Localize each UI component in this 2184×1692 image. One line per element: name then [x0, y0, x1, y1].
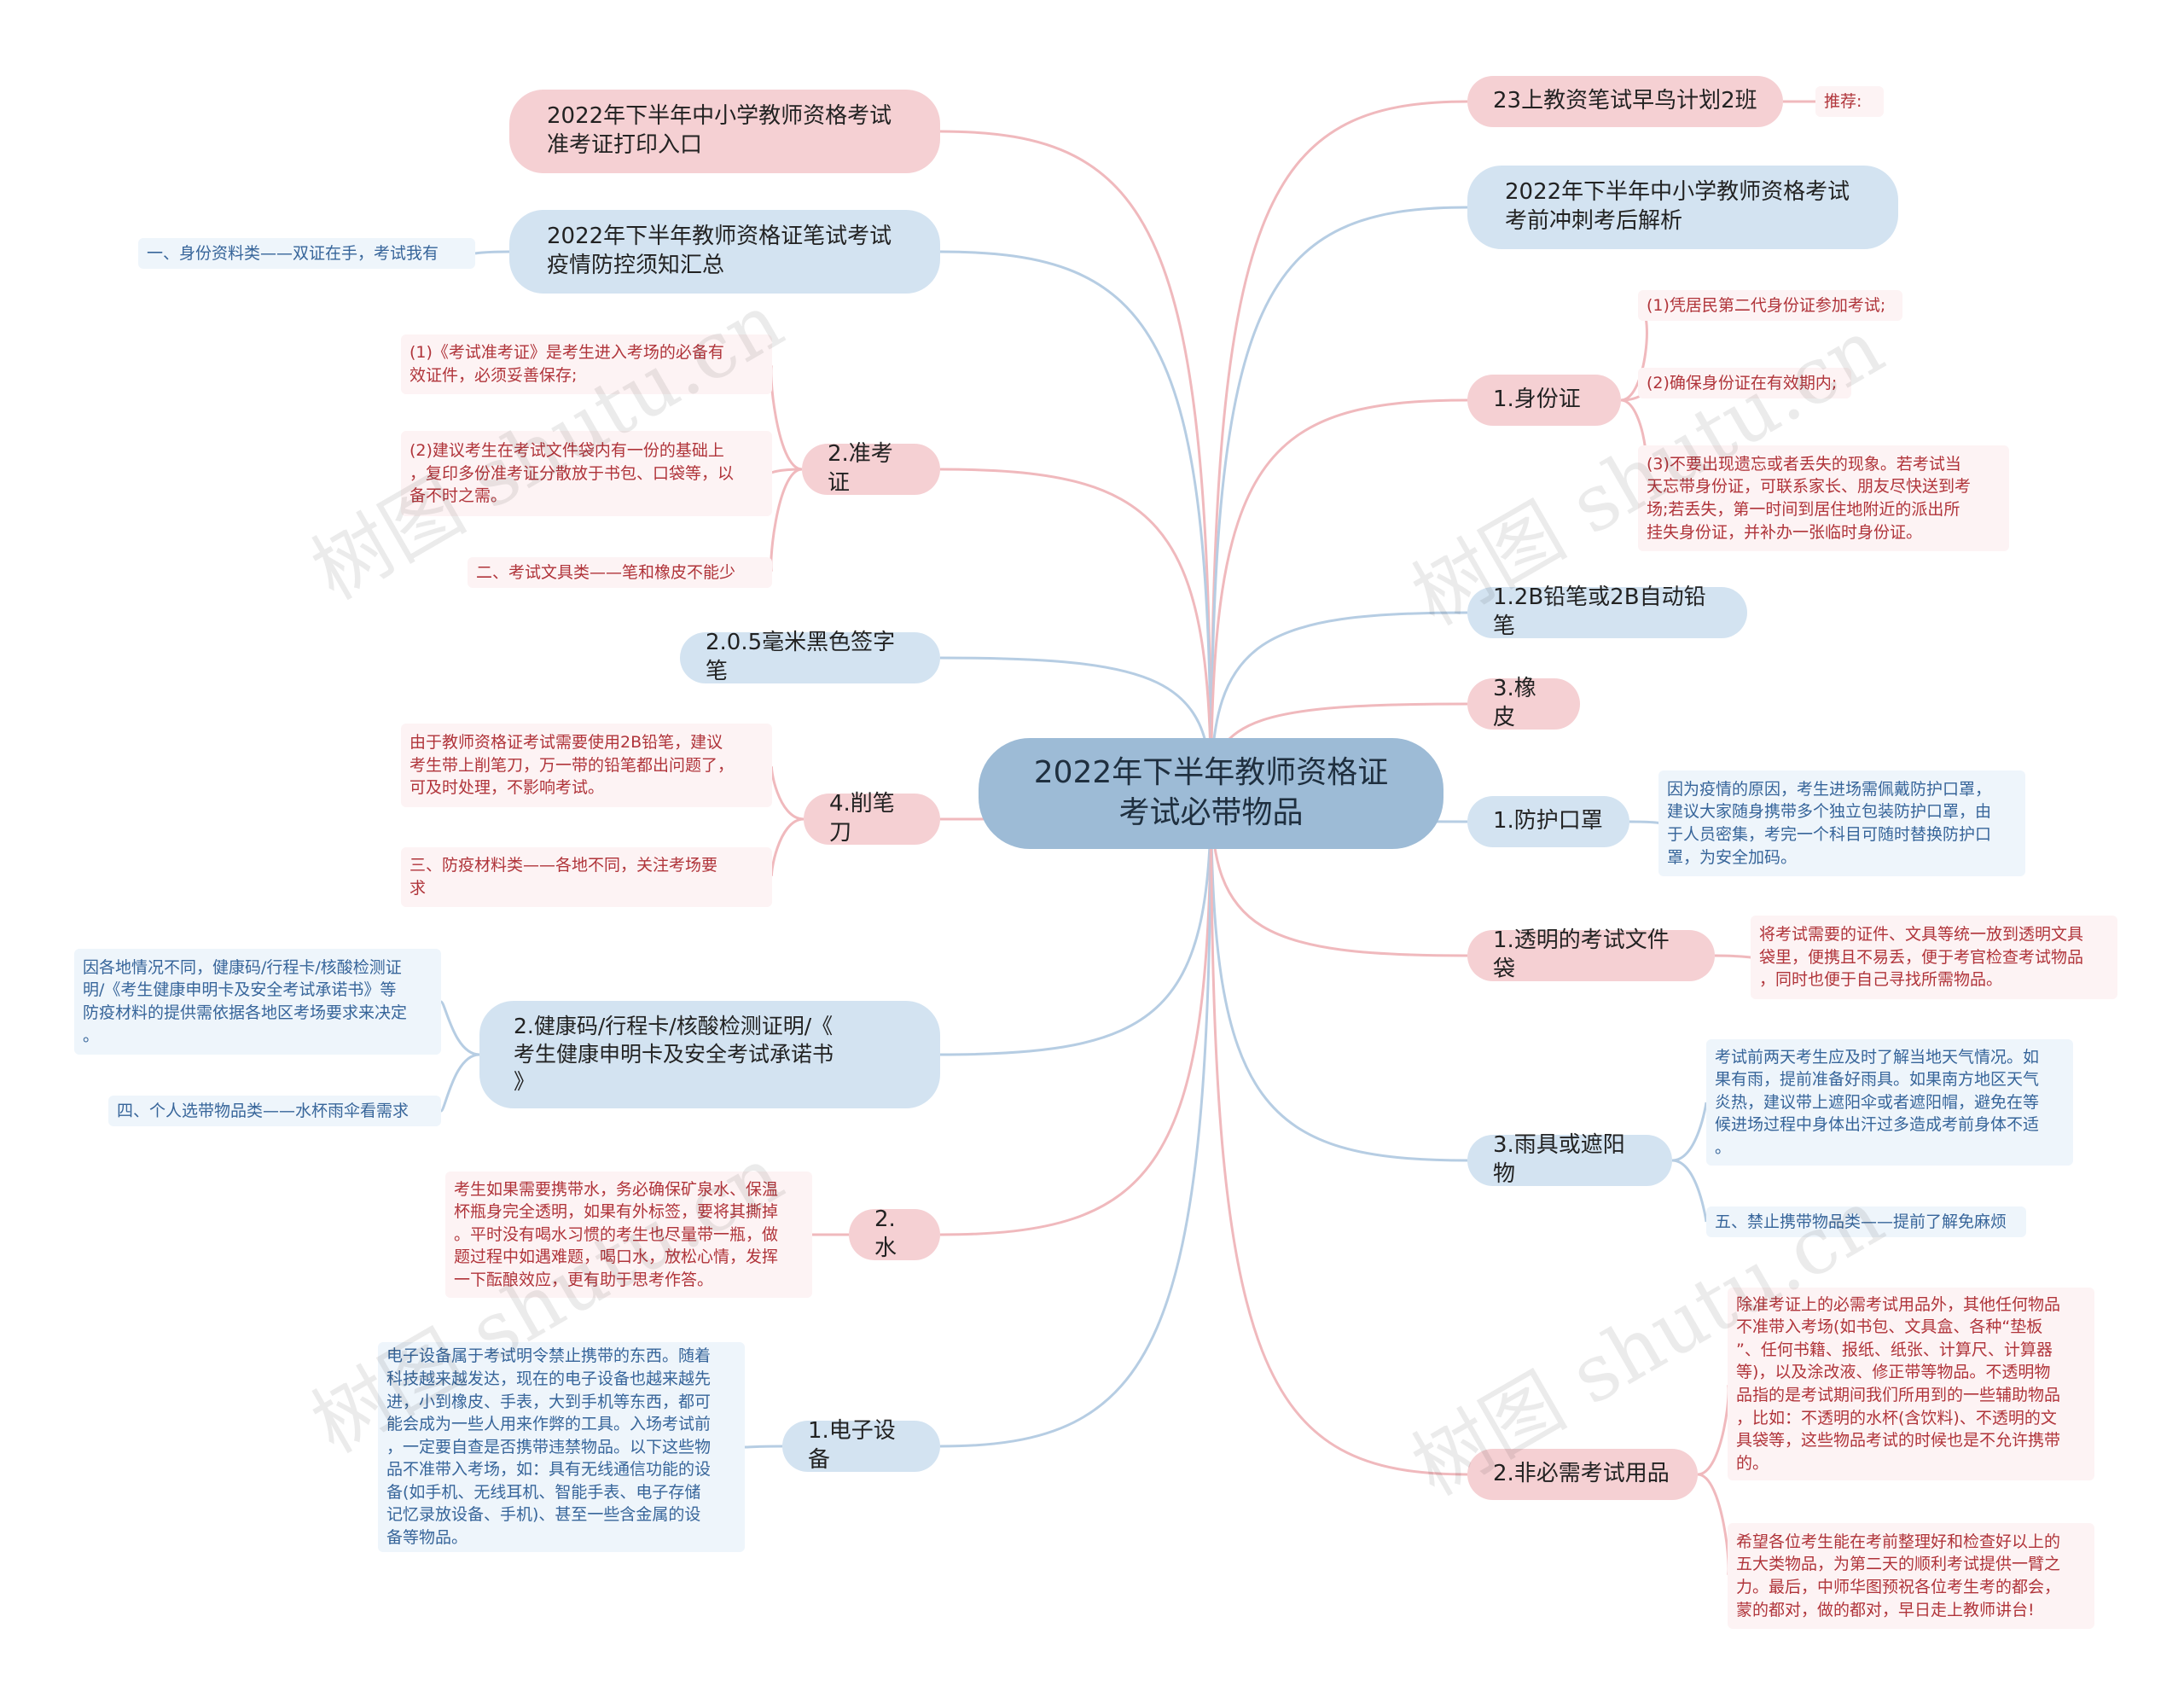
link-branch-health-code: [939, 793, 1212, 1056]
branch-admission-print-entry[interactable]: 2022年下半年中小学教师资格考试 准考证打印入口: [509, 90, 940, 173]
link-branch-water: [939, 793, 1212, 1236]
leaf-idcard-item2: (2)确保身份证在有效期内;: [1638, 368, 1851, 398]
branch-eraser[interactable]: 3.橡皮: [1467, 676, 1580, 730]
leaf-health-note: 因各地情况不同，健康码/行程卡/核酸检测证 明/《考生健康申明卡及安全考试承诺书…: [74, 949, 441, 1055]
leaf-electronics-note: 电子设备属于考试明令禁止携带的东西。随着 科技越来越发达，现在的电子设备也越来越…: [378, 1342, 745, 1552]
branch-sharpener[interactable]: 4.削笔刀: [804, 791, 940, 846]
branch-exam-analysis[interactable]: 2022年下半年中小学教师资格考试 考前冲刺考后解析: [1467, 166, 1898, 249]
leaf-idcard-item1: (1)凭居民第二代身份证参加考试;: [1638, 290, 1902, 321]
branch-electronics[interactable]: 1.电子设备: [782, 1418, 940, 1473]
leaf-idcard-item3: (3)不要出现遗忘或者丢失的现象。若考试当 天忘带身份证，可联系家长、朋友尽快送…: [1638, 445, 2009, 551]
branch-health-code[interactable]: 2.健康码/行程卡/核酸检测证明/《 考生健康申明卡及安全考试承诺书 》: [479, 1001, 940, 1108]
leaf-forbidden-category: 五、禁止携带物品类——提前了解免麻烦: [1706, 1206, 2026, 1237]
branch-file-bag[interactable]: 1.透明的考试文件袋: [1467, 927, 1715, 982]
branch-black-pen[interactable]: 2.0.5毫米黑色签字笔: [680, 630, 940, 684]
root-topic: 2022年下半年教师资格证 考试必带物品: [979, 738, 1443, 849]
link-leaf-stationery-category: [770, 468, 803, 574]
link-branch-admission-ticket: [939, 468, 1212, 794]
tag-recommend: 推荐:: [1815, 86, 1884, 117]
leaf-water-note: 考生如果需要携带水，务必确保矿泉水、保温 杯瓶身完全透明，如果有外标签，要将其撕…: [445, 1172, 812, 1298]
leaf-admission-item1: (1)《考试准考证》是考生进入考场的必备有 效证件，必须妥善保存;: [401, 334, 772, 394]
branch-2b-pencil[interactable]: 1.2B铅笔或2B自动铅笔: [1467, 584, 1747, 639]
leaf-mask-note: 因为疫情的原因，考生进场需佩戴防护口罩， 建议大家随身携带多个独立包装防护口罩，…: [1658, 770, 2025, 876]
branch-nonessential[interactable]: 2.非必需考试用品: [1467, 1449, 1698, 1500]
leaf-admission-item2: (2)建议考生在考试文件袋内有一份的基础上 ，复印多份准考证分散放于书包、口袋等…: [401, 431, 772, 516]
link-leaf-nonessential-note1: [1697, 1382, 1730, 1476]
link-branch-exam-analysis: [1210, 206, 1468, 794]
link-branch-electronics: [939, 793, 1212, 1448]
link-leaf-rain-note: [1671, 1102, 1708, 1162]
link-leaf-health-note: [439, 1000, 480, 1056]
leaf-nonessential-note1: 除准考证上的必需考试用品外，其他任何物品 不准带入考场(如书包、文具盒、各种“垫…: [1728, 1288, 2094, 1480]
link-branch-rain-gear: [1210, 793, 1468, 1162]
leaf-personal-category: 四、个人选带物品类——水杯雨伞看需求: [108, 1096, 441, 1126]
link-leaf-mask-note: [1629, 820, 1661, 825]
leaf-sharpener-note: 由于教师资格证考试需要使用2B铅笔，建议 考生带上削笔刀，万一带的铅笔都出问题了…: [401, 724, 772, 807]
branch-water[interactable]: 2.水: [849, 1206, 940, 1261]
link-branch-early-bird: [1210, 100, 1468, 794]
leaf-stationery-category: 二、考试文具类——笔和橡皮不能少: [468, 557, 772, 588]
link-leaf-admission-item1: [770, 363, 803, 471]
link-leaf-nonessential-note2: [1697, 1473, 1730, 1578]
link-branch-nonessential: [1210, 793, 1468, 1476]
link-leaf-filebag-note: [1714, 954, 1751, 959]
leaf-rain-note: 考试前两天考生应及时了解当地天气情况。如 果有雨，提前准备好雨具。如果南方地区天…: [1706, 1039, 2073, 1166]
link-leaf-forbidden-category: [1671, 1159, 1708, 1223]
leaf-filebag-note: 将考试需要的证件、文具等统一放到透明文具 袋里，便携且不易丢，便于考官检查考试物…: [1751, 916, 2117, 999]
link-branch-id-card: [1210, 398, 1468, 794]
leaf-epidemic-category: 三、防疫材料类——各地不同，关注考场要 求: [401, 847, 772, 907]
branch-admission-ticket[interactable]: 2.准考证: [802, 441, 940, 496]
link-branch-epidemic-summary: [939, 250, 1212, 794]
link-leaf-id-category: [474, 250, 510, 255]
leaf-nonessential-note2: 希望各位考生能在考前整理好和检查好以上的 五大类物品，为第二天的顺利考试提供一臂…: [1728, 1523, 2094, 1629]
link-leaf-epidemic-category: [770, 817, 804, 879]
branch-epidemic-summary[interactable]: 2022年下半年教师资格证笔试考试 疫情防控须知汇总: [509, 210, 940, 294]
branch-early-bird[interactable]: 23上教资笔试早鸟计划2班: [1467, 76, 1783, 127]
branch-rain-gear[interactable]: 3.雨具或遮阳物: [1467, 1132, 1672, 1187]
branch-id-card[interactable]: 1.身份证: [1467, 375, 1621, 426]
link-branch-admission-print-entry: [939, 130, 1212, 794]
leaf-id-category: 一、身份资料类——双证在手，考试我有: [138, 238, 475, 269]
branch-mask[interactable]: 1.防护口罩: [1467, 796, 1629, 847]
link-branch-2b-pencil: [1210, 611, 1468, 794]
link-leaf-sharpener-note: [770, 764, 804, 821]
link-leaf-personal-category: [439, 1053, 480, 1113]
link-leaf-electronics-note: [744, 1445, 783, 1449]
